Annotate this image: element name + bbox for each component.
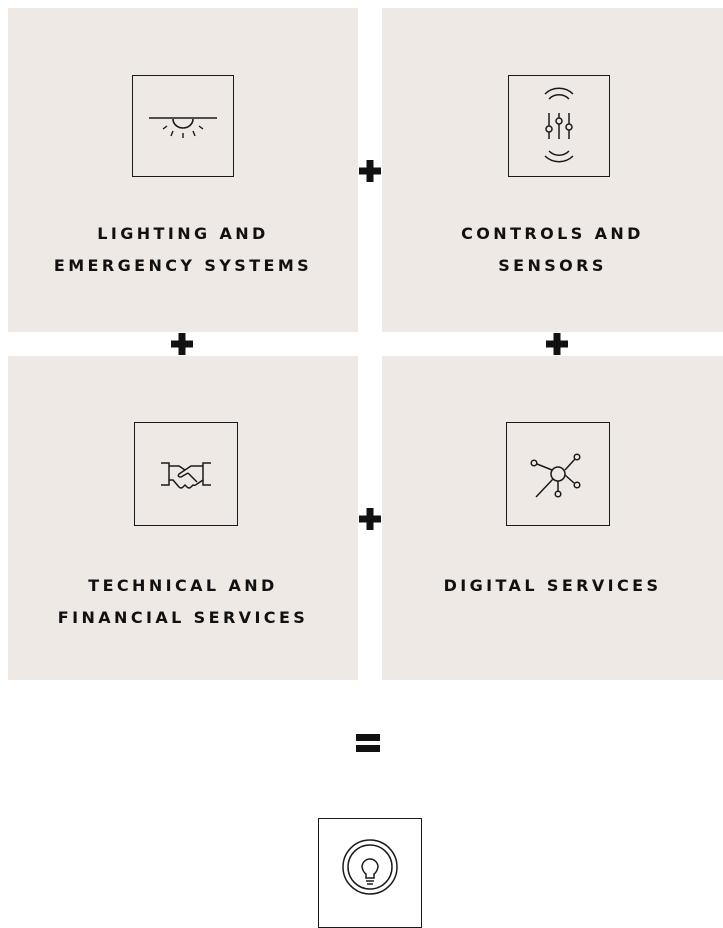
light-bulb-icon-frame (318, 818, 422, 928)
tile-services-label: TECHNICAL AND FINANCIAL SERVICES (8, 570, 358, 634)
tile-services-label-line2: FINANCIAL SERVICES (57, 608, 309, 627)
tile-lighting-label-line1: LIGHTING AND (97, 224, 269, 243)
ceiling-light-icon (149, 117, 217, 138)
tile-lighting-label-line2: EMERGENCY SYSTEMS (53, 256, 313, 275)
sensor-controls-icon (544, 87, 574, 163)
network-icon (530, 453, 581, 498)
light-bulb-icon (342, 839, 398, 895)
plus-icon-right-middle (546, 333, 568, 355)
tile-digital-label-line1: DIGITAL SERVICES (443, 576, 662, 595)
plus-icon-top-center (359, 160, 381, 182)
sensor-controls-icon-frame (508, 75, 610, 177)
handshake-icon-frame (134, 422, 238, 526)
equals-icon (356, 734, 380, 752)
handshake-icon (161, 462, 211, 489)
network-icon-frame (506, 422, 610, 526)
tile-lighting: LIGHTING AND EMERGENCY SYSTEMS (8, 8, 358, 332)
tile-digital: DIGITAL SERVICES (382, 356, 723, 680)
plus-icon-left-middle (171, 333, 193, 355)
tile-services-label-line1: TECHNICAL AND (88, 576, 278, 595)
tile-controls-label-line1: CONTROLS AND (461, 224, 644, 243)
tile-digital-label: DIGITAL SERVICES (382, 570, 723, 602)
tile-controls-label-line2: SENSORS (498, 256, 607, 275)
tile-services: TECHNICAL AND FINANCIAL SERVICES (8, 356, 358, 680)
ceiling-light-icon-frame (132, 75, 234, 177)
plus-icon-bottom-center (359, 508, 381, 530)
tile-lighting-label: LIGHTING AND EMERGENCY SYSTEMS (8, 218, 358, 282)
tile-controls-label: CONTROLS AND SENSORS (382, 218, 723, 282)
tile-controls: CONTROLS AND SENSORS (382, 8, 723, 332)
